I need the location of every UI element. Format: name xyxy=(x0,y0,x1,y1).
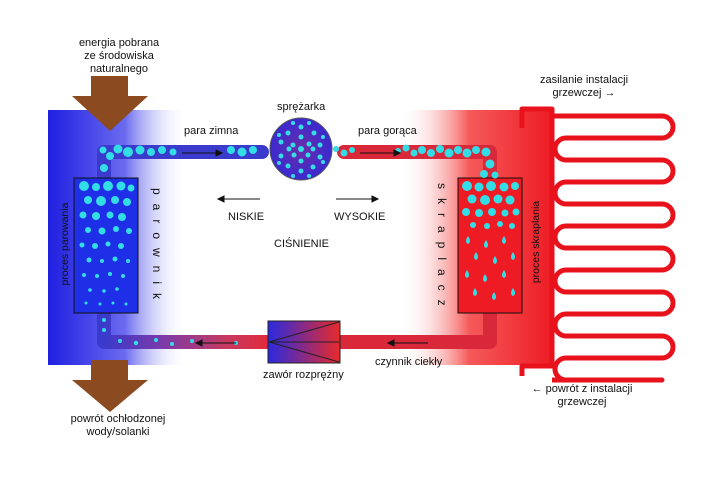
energy-in-arrow xyxy=(72,76,148,131)
expansion-valve-label: zawór rozprężny xyxy=(263,369,344,381)
evaporator-bubbles xyxy=(79,181,135,306)
pressure-label: CIŚNIENIE xyxy=(274,238,330,250)
supply-line-2: grzewczej → xyxy=(552,87,616,99)
cooled-return-line-2: wody/solanki xyxy=(86,426,150,438)
condensation-process-label: proces skraplania xyxy=(530,200,542,284)
liquid-refrigerant-label: czynnik ciekły xyxy=(375,356,443,368)
expansion-valve xyxy=(267,320,341,364)
vapor-hot-label: para gorąca xyxy=(358,125,417,137)
energy-in-label: energia pobrana ze środowiska naturalneg… xyxy=(63,37,175,76)
cooled-return-arrow xyxy=(72,360,148,412)
energy-in-line-2: ze środowiska xyxy=(84,50,154,62)
compressor-label: sprężarka xyxy=(277,101,326,113)
energy-in-line-3: naturalnego xyxy=(89,63,149,75)
condenser-label: skraplacz xyxy=(435,183,449,315)
return-heating-label: ← powrót z instalacji grzewczej xyxy=(522,383,642,409)
heating-coil xyxy=(519,106,676,383)
compressor xyxy=(269,117,333,181)
low-pressure-label: NISKIE xyxy=(228,211,265,223)
evaporator-label: parownik xyxy=(150,188,164,309)
pipe-bubbles xyxy=(99,144,499,346)
evaporation-process-label: proces parowania xyxy=(59,202,71,286)
return-heating-line-1: ← powrót z instalacji xyxy=(531,383,633,395)
vapor-cold-label: para zimna xyxy=(184,125,239,137)
energy-in-line-1: energia pobrana xyxy=(78,37,160,49)
condenser-bubbles xyxy=(462,181,520,229)
high-pressure-label: WYSOKIE xyxy=(334,211,386,223)
cooled-return-label: powrót ochłodzonej wody/solanki xyxy=(58,413,178,439)
condenser-droplets xyxy=(465,236,515,300)
return-heating-line-2: grzewczej xyxy=(557,396,607,408)
cooled-return-line-1: powrót ochłodzonej xyxy=(70,413,166,425)
supply-line-1: zasilanie instalacji xyxy=(539,74,629,86)
flow-arrows xyxy=(182,149,428,347)
supply-label: zasilanie instalacji grzewczej → xyxy=(534,74,634,100)
